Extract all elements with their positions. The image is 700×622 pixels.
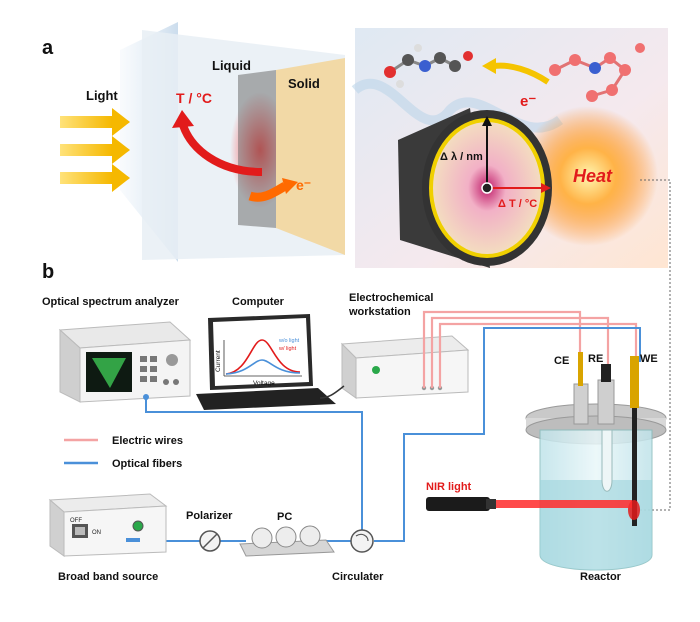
screen-voltage-label: Voltage — [253, 380, 275, 387]
off-label: OFF — [70, 518, 82, 524]
screen-current-label: Current — [215, 350, 222, 372]
polarization-controller — [239, 525, 335, 557]
light-label: Light — [86, 88, 118, 103]
circulater-label: Circulater — [332, 571, 384, 583]
osa-label: Optical spectrum analyzer — [42, 296, 180, 308]
ce-label: CE — [554, 355, 569, 367]
re-label: RE — [588, 353, 603, 365]
reactor-label: Reactor — [580, 571, 622, 583]
on-label: ON — [92, 530, 101, 536]
legend-fibers-label: Optical fibers — [112, 458, 182, 470]
broad-band-source — [48, 493, 168, 557]
liquid-label: Liquid — [212, 58, 251, 73]
computer-label: Computer — [232, 296, 285, 308]
solid-layer — [276, 58, 345, 255]
light-arrows — [60, 108, 130, 192]
temperature-label: T / °C — [176, 90, 212, 106]
pc-label: PC — [277, 511, 292, 523]
electron-arrow — [248, 182, 288, 202]
fiber-core — [481, 182, 493, 194]
delta-lambda-axis-head — [482, 116, 492, 126]
delta-lambda-label: Δ λ / nm — [440, 151, 483, 163]
electron-label-2: e⁻ — [520, 93, 536, 110]
screen-wo-label: w/o light — [278, 338, 300, 344]
laptop-computer: Voltage Current w/o light w/ light — [196, 314, 336, 410]
ec-label-line1: Electrochemical — [349, 292, 433, 304]
electrochemical-workstation — [340, 335, 470, 399]
panel-b-letter: b — [42, 261, 54, 283]
molecule-right — [549, 43, 645, 102]
polarizer — [199, 530, 221, 552]
delta-t-axis-head — [541, 183, 551, 193]
panel-a-letter: a — [42, 37, 54, 59]
polarizer-label: Polarizer — [186, 510, 233, 522]
legend-wires-label: Electric wires — [112, 435, 183, 447]
data-cable — [319, 385, 345, 399]
electric-wires — [422, 310, 638, 388]
ec-label-line2: workstation — [348, 306, 411, 318]
reaction-arrow-head — [482, 58, 496, 74]
nir-laser — [426, 497, 632, 511]
broadband-label: Broad band source — [58, 571, 158, 583]
electron-arrow-head — [282, 178, 298, 194]
we-label: WE — [640, 353, 658, 365]
heat-arrow-head — [172, 110, 194, 128]
optical-spectrum-analyzer — [58, 321, 192, 403]
reactor — [525, 352, 667, 571]
delta-t-label: Δ T / °C — [498, 198, 537, 210]
nir-label: NIR light — [426, 481, 472, 493]
heat-arrow — [178, 120, 263, 176]
screen-w-label: w/ light — [278, 346, 297, 352]
heat-label: Heat — [573, 166, 613, 186]
interface-film — [238, 70, 276, 228]
heat-glow — [518, 106, 658, 246]
molecule-left — [384, 44, 473, 88]
reaction-arrow — [493, 62, 550, 85]
circulator — [350, 529, 374, 553]
solid-label: Solid — [288, 76, 320, 91]
electron-label: e⁻ — [296, 177, 311, 193]
